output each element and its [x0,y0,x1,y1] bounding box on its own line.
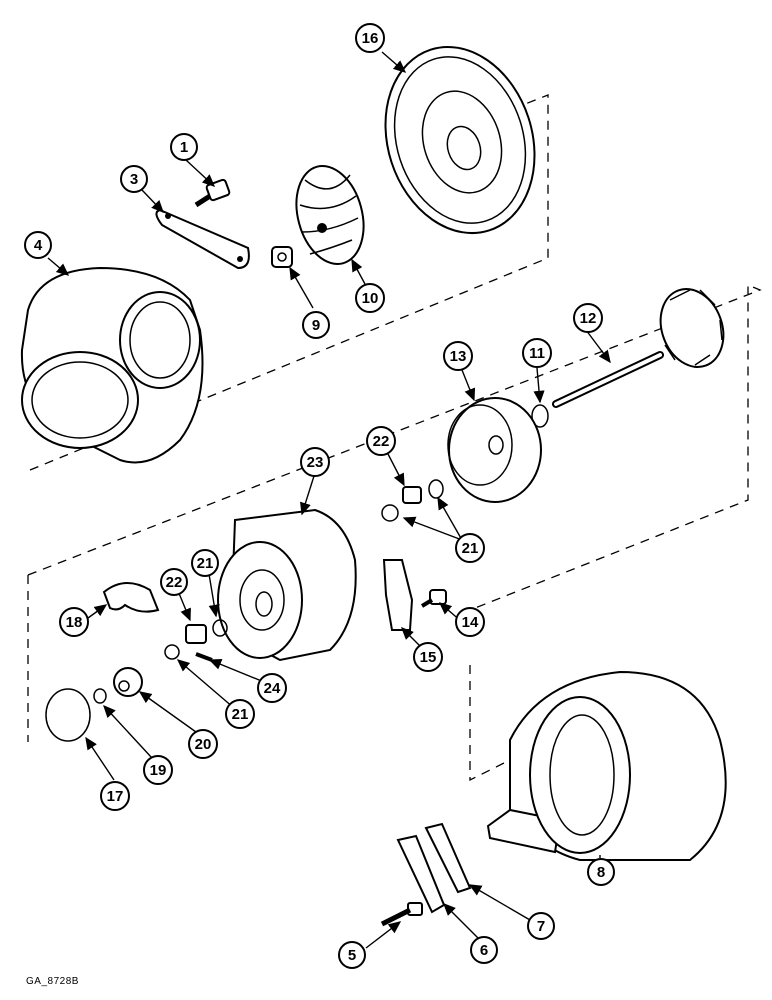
svg-text:6: 6 [480,942,488,959]
callout-18: 18 [59,607,89,637]
callout-6: 6 [470,936,498,964]
svg-text:21: 21 [197,555,214,572]
callout-15: 15 [413,642,443,672]
lock-plate-lower-part [382,559,414,631]
callout-23: 23 [300,447,330,477]
svg-text:7: 7 [537,918,545,935]
callout-1: 1 [170,133,198,161]
callout-21-upper: 21 [455,533,485,563]
callout-24: 24 [257,673,287,703]
svg-text:21: 21 [462,540,479,557]
callout-16: 16 [355,23,385,53]
center-housing-part [217,508,357,662]
svg-text:24: 24 [264,680,281,697]
svg-text:9: 9 [312,317,320,334]
svg-text:21: 21 [232,706,249,723]
callout-12: 12 [573,303,603,333]
snap-ring-part [531,404,549,428]
drawing-code: GA_8728B [26,976,79,987]
svg-text:17: 17 [107,788,124,805]
svg-text:16: 16 [362,30,379,47]
svg-text:8: 8 [597,864,605,881]
callout-5: 5 [338,941,366,969]
lock-plates-part [396,822,472,914]
turbine-housing-part [486,670,727,861]
callout-7: 7 [527,912,555,940]
leader-lines [47,51,611,949]
callout-22-lower: 22 [160,568,188,596]
compressor-housing-part [20,266,204,464]
svg-text:10: 10 [362,290,379,307]
svg-text:13: 13 [450,348,467,365]
svg-text:18: 18 [66,614,83,631]
callout-11: 11 [522,338,552,368]
seal-plate-part [447,397,542,503]
svg-text:22: 22 [166,574,183,591]
svg-text:20: 20 [195,736,212,753]
callout-8: 8 [587,858,615,886]
svg-text:12: 12 [580,310,597,327]
svg-text:19: 19 [150,762,167,779]
lock-plate-part [155,208,250,270]
svg-text:5: 5 [348,947,356,964]
svg-text:11: 11 [529,345,545,362]
bolt-lower-part [420,589,447,608]
compressor-wheel-part [295,164,365,266]
callout-14: 14 [455,607,485,637]
assembly-guide-lines [27,94,762,782]
svg-text:22: 22 [373,433,390,450]
bolt-part [194,178,231,208]
callout-20: 20 [188,729,218,759]
bearing-lower-part [164,619,228,662]
svg-text:3: 3 [130,171,138,188]
thrust-collar-part [102,582,160,613]
shaft-wheel-part [552,288,725,408]
svg-text:23: 23 [307,454,324,471]
svg-text:4: 4 [34,237,43,254]
bearing-upper-part [381,479,444,522]
callout-3: 3 [120,165,148,193]
svg-text:14: 14 [462,614,479,631]
lock-nut-part [271,246,293,268]
callout-19: 19 [143,755,173,785]
seal-ring-part [45,667,143,742]
callout-17: 17 [100,781,130,811]
bolt-bottom-part [380,902,423,927]
callout-21-mid: 21 [191,549,219,577]
svg-text:15: 15 [420,649,437,666]
callout-13: 13 [443,341,473,371]
callout-4: 4 [24,231,52,259]
callout-10: 10 [355,283,385,313]
svg-text:1: 1 [180,139,188,156]
callout-22-upper: 22 [366,426,396,456]
callout-21-lower: 21 [225,699,255,729]
callout-9: 9 [302,311,330,339]
backing-plate-part [384,45,536,235]
